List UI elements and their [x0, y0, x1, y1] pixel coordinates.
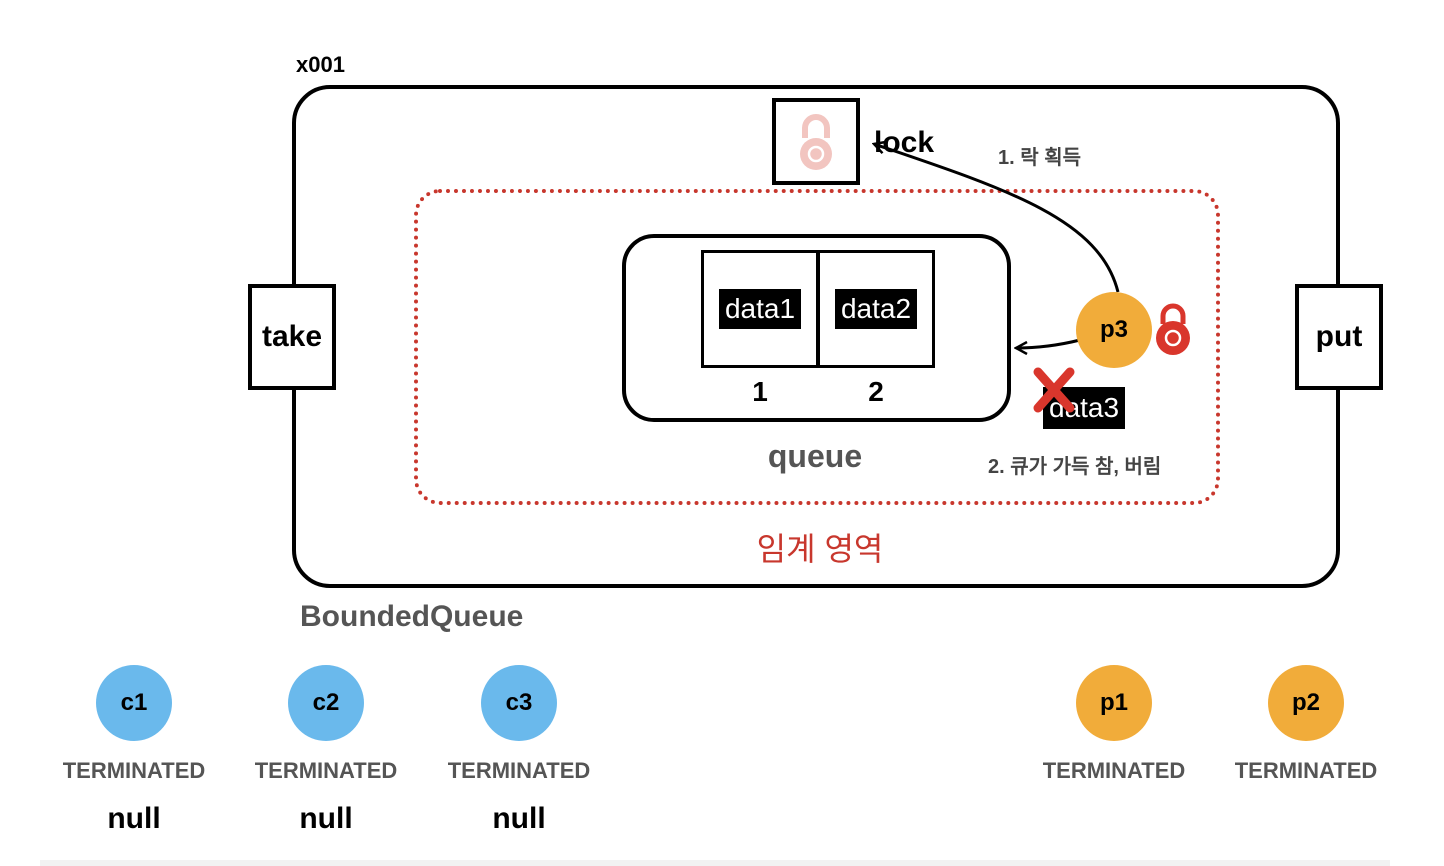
queue-slot-2-index: 2 — [868, 376, 884, 407]
step2-queue-full-text: 2. 큐가 가득 참, 버림 — [988, 456, 1162, 478]
thread-c3-state: TERMINATED — [447, 758, 591, 783]
queue-slot-1: data1 — [701, 250, 819, 368]
critical-region-label: 임계 영역 — [756, 531, 884, 567]
queue-slot-2-value: data2 — [834, 289, 918, 329]
queue-slot-1-index: 1 — [752, 376, 768, 407]
put-method-box: put — [1295, 284, 1383, 390]
thread-p3: p3 — [1076, 292, 1152, 368]
critical-region — [414, 189, 1220, 505]
thread-p1: p1 — [1076, 665, 1152, 741]
thread-c2-state: TERMINATED — [254, 758, 398, 783]
footer-divider — [40, 860, 1390, 866]
bounded-queue-label: BoundedQueue — [300, 600, 524, 633]
queue-slot-1-value: data1 — [718, 289, 802, 329]
reject-x-icon — [1033, 367, 1075, 413]
take-method-box: take — [248, 284, 336, 390]
thread-c3-result: null — [492, 802, 546, 835]
thread-c3: c3 — [481, 665, 557, 741]
thread-c2: c2 — [288, 665, 364, 741]
thread-c1-label: c1 — [120, 689, 148, 716]
step1-acquire-lock-text: 1. 락 획득 — [998, 147, 1081, 169]
lock-held-icon — [1156, 303, 1190, 355]
object-address: x001 — [296, 52, 345, 77]
thread-c1: c1 — [96, 665, 172, 741]
queue-slot-2: data2 — [817, 250, 935, 368]
thread-c1-result: null — [107, 802, 161, 835]
thread-p1-label: p1 — [1099, 689, 1128, 716]
lock-icon — [800, 114, 832, 170]
thread-p2-label: p2 — [1291, 689, 1320, 716]
thread-c1-state: TERMINATED — [62, 758, 206, 783]
queue-label: queue — [767, 438, 863, 474]
thread-c3-label: c3 — [505, 689, 533, 716]
lock-box — [772, 98, 860, 185]
thread-p3-label: p3 — [1099, 316, 1128, 343]
thread-p1-state: TERMINATED — [1042, 758, 1186, 783]
thread-p2: p2 — [1268, 665, 1344, 741]
put-method-label: put — [1315, 320, 1363, 353]
thread-c2-result: null — [299, 802, 353, 835]
lock-label: lock — [874, 126, 935, 159]
thread-c2-label: c2 — [312, 689, 340, 716]
thread-p2-state: TERMINATED — [1234, 758, 1378, 783]
take-method-label: take — [261, 320, 323, 353]
